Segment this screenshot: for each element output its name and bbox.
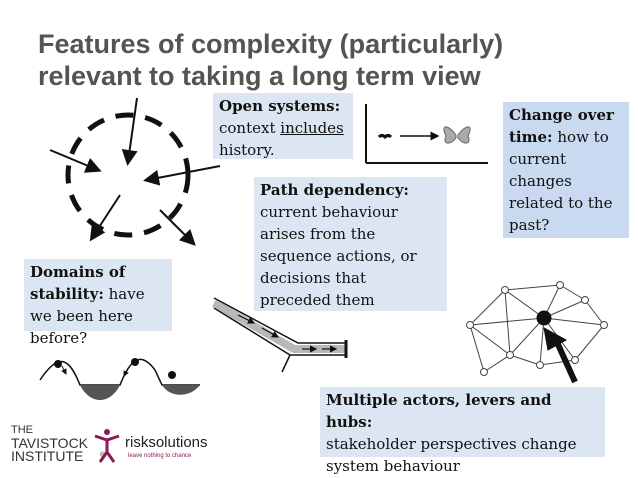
tavistock-logo-mark: ® — [100, 452, 106, 459]
risksolutions-logo: risksolutions leave nothing to chance — [125, 434, 225, 466]
open-system-circle-icon — [49, 97, 221, 246]
change-over-time-text: how to current changes related to the pa… — [509, 128, 613, 234]
open-systems-heading: Open systems: — [219, 97, 341, 115]
risksolutions-logo-name: risksolutions — [125, 434, 208, 451]
path-dependency-text: current behaviour arises from the sequen… — [260, 203, 417, 309]
multiple-actors-heading: Multiple actors, levers and hubs: — [326, 391, 552, 431]
open-systems-text-post: history. — [219, 141, 275, 159]
open-systems-text-underlined: includes — [280, 119, 344, 137]
open-systems-box: Open systems: context includes history. — [213, 93, 353, 159]
tavistock-logo-line-3: INSTITUTE — [11, 448, 84, 464]
title-line-2: relevant to taking a long term view — [38, 61, 481, 91]
domains-text: have we been here before? — [30, 285, 145, 347]
slide-title: Features of complexity (particularly) re… — [38, 28, 618, 92]
network-hub-icon — [466, 281, 608, 384]
title-line-1: Features of complexity (particularly) — [38, 29, 504, 59]
tavistock-logo-line-1: THE — [11, 424, 33, 436]
risksolutions-logo-tagline: leave nothing to chance — [128, 453, 192, 459]
path-dependency-box: Path dependency: current behaviour arise… — [254, 177, 447, 311]
multiple-actors-text: stakeholder perspectives change system b… — [326, 435, 577, 475]
domains-of-stability-box: Domains of stability: have we been here … — [24, 259, 172, 347]
path-dependency-heading: Path dependency: — [260, 181, 409, 199]
stability-landscape-icon — [39, 358, 200, 400]
multiple-actors-box: Multiple actors, levers and hubs: stakeh… — [320, 387, 605, 475]
change-over-time-box: Change over time: how to current changes… — [503, 102, 629, 238]
tavistock-logo-line-2: TAVISTOCK — [11, 435, 89, 451]
tavistock-logo: THE TAVISTOCK INSTITUTE ® — [8, 424, 118, 464]
path-dependency-tracks-icon — [212, 297, 348, 373]
change-over-time-heading: Change over time: — [509, 106, 614, 146]
domains-heading: Domains of stability: — [30, 263, 126, 303]
open-systems-text-pre: context — [219, 119, 281, 137]
tavistock-figure-icon — [94, 429, 120, 463]
caterpillar-butterfly-icon — [365, 104, 488, 164]
